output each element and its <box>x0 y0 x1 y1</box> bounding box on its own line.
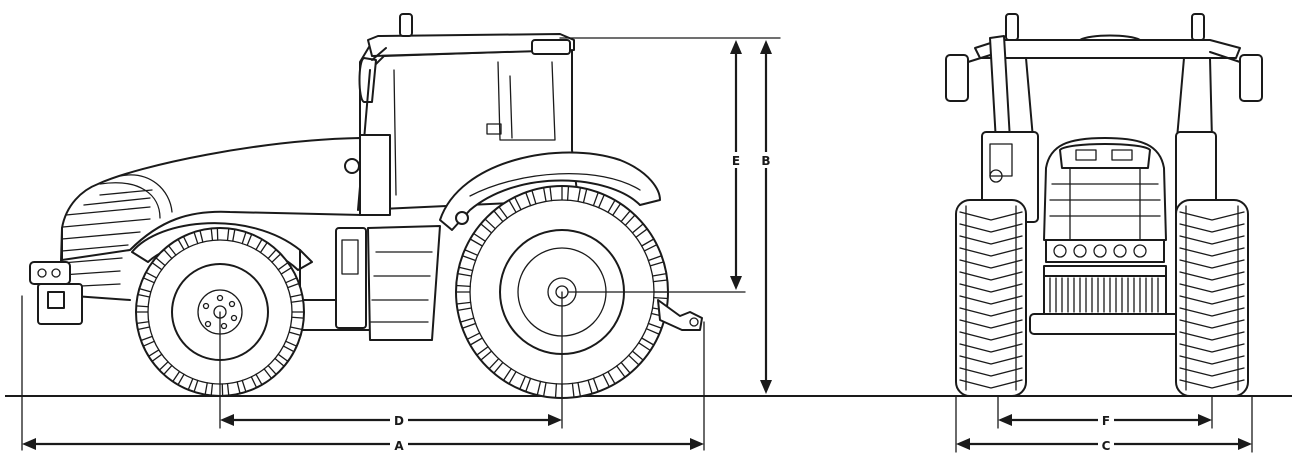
headlight-bar <box>1045 239 1165 263</box>
dimension-B: B <box>758 40 774 394</box>
rear-hitch <box>657 299 703 331</box>
right-mirror <box>1239 54 1263 102</box>
cab-steps <box>335 225 441 341</box>
label-B: B <box>761 154 770 168</box>
dimension-F: F <box>998 412 1212 428</box>
cab <box>344 13 579 216</box>
front-grille <box>61 189 153 288</box>
front-left-tire <box>955 199 1027 397</box>
dimension-lines: D A E B <box>21 37 1253 453</box>
dimension-E: E <box>728 40 744 290</box>
dimension-C: C <box>956 436 1252 453</box>
label-D: D <box>394 414 404 428</box>
label-F: F <box>1102 414 1110 428</box>
front-view-tractor <box>945 13 1263 397</box>
front-right-tire <box>1175 199 1249 397</box>
dimension-A: A <box>22 436 704 453</box>
label-A: A <box>394 439 404 453</box>
front-ballast <box>29 261 83 325</box>
side-view-tractor <box>29 13 703 399</box>
hood-outline <box>61 137 363 261</box>
left-mirror <box>945 54 969 102</box>
dimension-D: D <box>220 412 562 428</box>
rear-fender <box>439 151 661 231</box>
label-C: C <box>1102 439 1111 453</box>
label-E: E <box>732 154 740 168</box>
